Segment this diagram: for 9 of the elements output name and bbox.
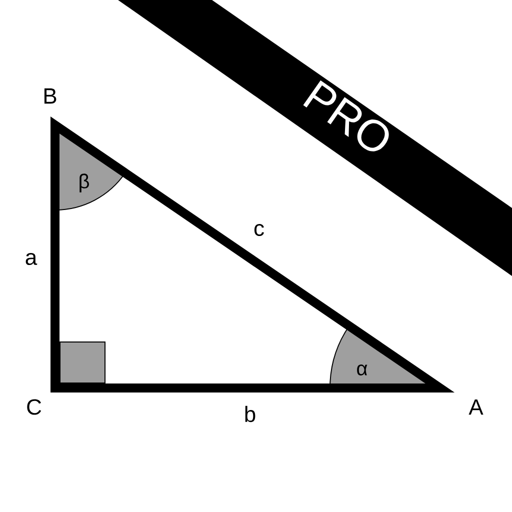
- angle-label: β: [80, 174, 89, 192]
- vertex-label: B: [44, 88, 56, 104]
- side-label: b: [245, 406, 256, 422]
- banner-text: PRO: [303, 80, 389, 152]
- vertex-label: A: [468, 399, 484, 415]
- side-label: a: [26, 252, 38, 266]
- angle-label: α: [357, 364, 368, 376]
- vertex-label: C: [27, 399, 42, 415]
- side-label: c: [254, 224, 264, 236]
